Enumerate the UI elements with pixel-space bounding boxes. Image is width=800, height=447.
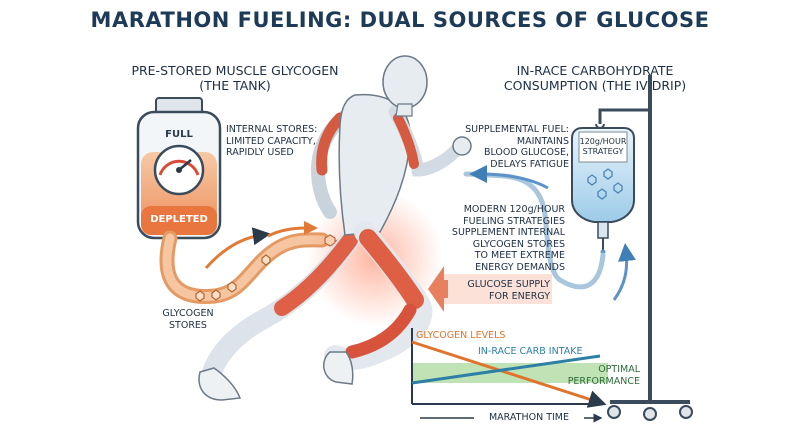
glucose-supply-label: GLUCOSE SUPPLY FOR ENERGY (440, 279, 550, 302)
graph-carb-intake-label: IN-RACE CARB INTAKE (478, 346, 583, 357)
modern-line6: ENERGY DEMANDS (475, 261, 565, 273)
iv-bag-icon (571, 127, 635, 255)
carb-intake-line (411, 354, 601, 385)
internal-stores-line1: INTERNAL STORES: (226, 124, 318, 135)
glycogen-line (411, 340, 607, 408)
glycogen-stores-label: GLYCOGEN STORES (148, 308, 228, 331)
internal-stores-line3: RAPIDLY USED (226, 147, 294, 158)
glucose-supply-line2: FOR ENERGY (489, 290, 550, 302)
supplemental-line3: BLOOD GLUCOSE, (483, 147, 569, 158)
iv-up-arrow-icon (612, 243, 636, 301)
left-heading-line1: PRE-STORED MUSCLE GLYCOGEN (131, 63, 339, 78)
page-title: MARATHON FUELING: DUAL SOURCES OF GLUCOS… (90, 8, 710, 32)
gauge-icon (153, 144, 205, 196)
supplemental-line4: DELAYS FATIGUE (490, 158, 569, 170)
glycogen-stores-line2: STORES (169, 319, 207, 331)
right-heading-line2: CONSUMPTION (THE IV DRIP) (503, 78, 687, 93)
modern-strategy-note: MODERN 120g/HOUR FUELING STRATEGIES SUPP… (425, 204, 565, 273)
iv-flow-arrow-icon (469, 165, 549, 190)
left-heading: PRE-STORED MUSCLE GLYCOGEN (THE TANK) (100, 63, 370, 93)
tank-depleted-label: DEPLETED (150, 214, 208, 225)
right-heading-line1: IN-RACE CARBOHYDRATE (516, 63, 674, 78)
graph-x-axis-label: MARATHON TIME (474, 412, 584, 424)
internal-stores-note: INTERNAL STORES: LIMITED CAPACITY, RAPID… (226, 124, 336, 159)
supplemental-line1: SUPPLEMENTAL FUEL: (465, 124, 569, 135)
modern-line2: FUELING STRATEGIES (463, 215, 565, 227)
supplemental-line2: MAINTAINS (516, 135, 569, 147)
modern-line3: SUPPLEMENT INTERNAL (451, 227, 565, 238)
modern-line4: GLYCOGEN STORES (472, 238, 565, 250)
supplemental-fuel-note: SUPPLEMENTAL FUEL: MAINTAINS BLOOD GLUCO… (455, 124, 569, 170)
modern-line1: MODERN 120g/HOUR (463, 204, 565, 215)
bag-label-line1: 120g/HOUR (579, 137, 627, 146)
glycogen-stores-line1: GLYCOGEN (162, 308, 214, 319)
optimal-line1: OPTIMAL (598, 364, 640, 375)
modern-line5: TO MEET EXTREME (474, 250, 565, 261)
flow-arrow-icon (204, 227, 271, 269)
iv-stand (595, 75, 693, 421)
optimal-line2: PERFORMANCE (567, 375, 640, 387)
graph-optimal-label: OPTIMAL PERFORMANCE (520, 364, 640, 387)
runner-figure (198, 55, 472, 401)
left-heading-line2: (THE TANK) (199, 78, 271, 93)
internal-stores-line2: LIMITED CAPACITY, (226, 135, 316, 147)
glucose-supply-arrow (428, 266, 552, 312)
graph-glycogen-levels-label: GLYCOGEN LEVELS (416, 330, 506, 341)
tank-full-label: FULL (165, 129, 193, 140)
iv-bag-label: 120g/HOUR STRATEGY (578, 137, 628, 157)
bag-label-line2: STRATEGY (582, 147, 624, 156)
glycogen-tank (136, 97, 222, 240)
glucose-supply-line1: GLUCOSE SUPPLY (467, 279, 550, 290)
right-heading: IN-RACE CARBOHYDRATE CONSUMPTION (THE IV… (470, 63, 720, 93)
